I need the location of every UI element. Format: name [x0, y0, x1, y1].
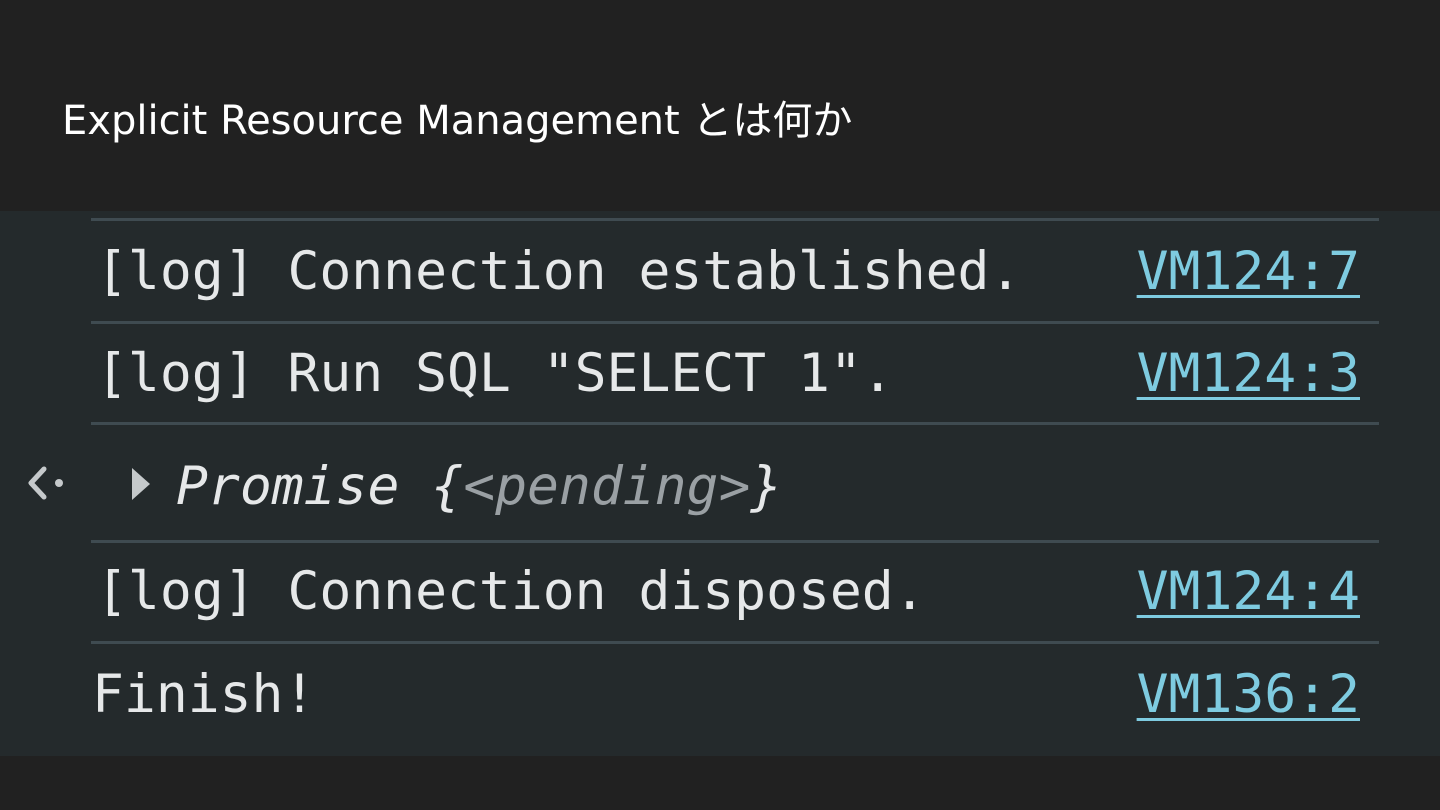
- console-log-row: [log] Connection established. VM124:7: [0, 211, 1440, 321]
- console-return-row: Promise {<pending>}: [0, 425, 1440, 541]
- console-log-row: [log] Connection disposed. VM124:4: [0, 543, 1440, 641]
- row-divider: [91, 218, 1379, 221]
- promise-state: <pending>: [463, 456, 751, 517]
- row-divider: [91, 641, 1379, 644]
- return-arrow-icon: [28, 466, 63, 500]
- source-link[interactable]: VM136:2: [1136, 664, 1360, 725]
- row-divider: [91, 321, 1379, 324]
- console-log-row: [log] Run SQL "SELECT 1". VM124:3: [0, 321, 1440, 424]
- promise-value[interactable]: Promise {<pending>}: [176, 460, 782, 513]
- console-log-row: Finish! VM136:2: [0, 644, 1440, 756]
- slide-title: Explicit Resource Management とは何か: [62, 98, 853, 144]
- row-divider: [91, 422, 1379, 425]
- log-message: [log] Run SQL "SELECT 1".: [96, 343, 894, 404]
- console-panel: [log] Connection established. VM124:7 [l…: [0, 211, 1440, 756]
- source-link[interactable]: VM124:3: [1136, 343, 1360, 404]
- log-message: [log] Connection established.: [96, 241, 1022, 302]
- source-link[interactable]: VM124:7: [1136, 241, 1360, 302]
- promise-prefix: Promise {: [176, 456, 464, 517]
- triangle-right-icon[interactable]: [130, 465, 152, 503]
- row-divider: [91, 540, 1379, 543]
- log-message: Finish!: [92, 664, 316, 725]
- source-link[interactable]: VM124:4: [1136, 561, 1360, 622]
- promise-suffix: }: [750, 456, 783, 517]
- log-message: [log] Connection disposed.: [96, 561, 926, 622]
